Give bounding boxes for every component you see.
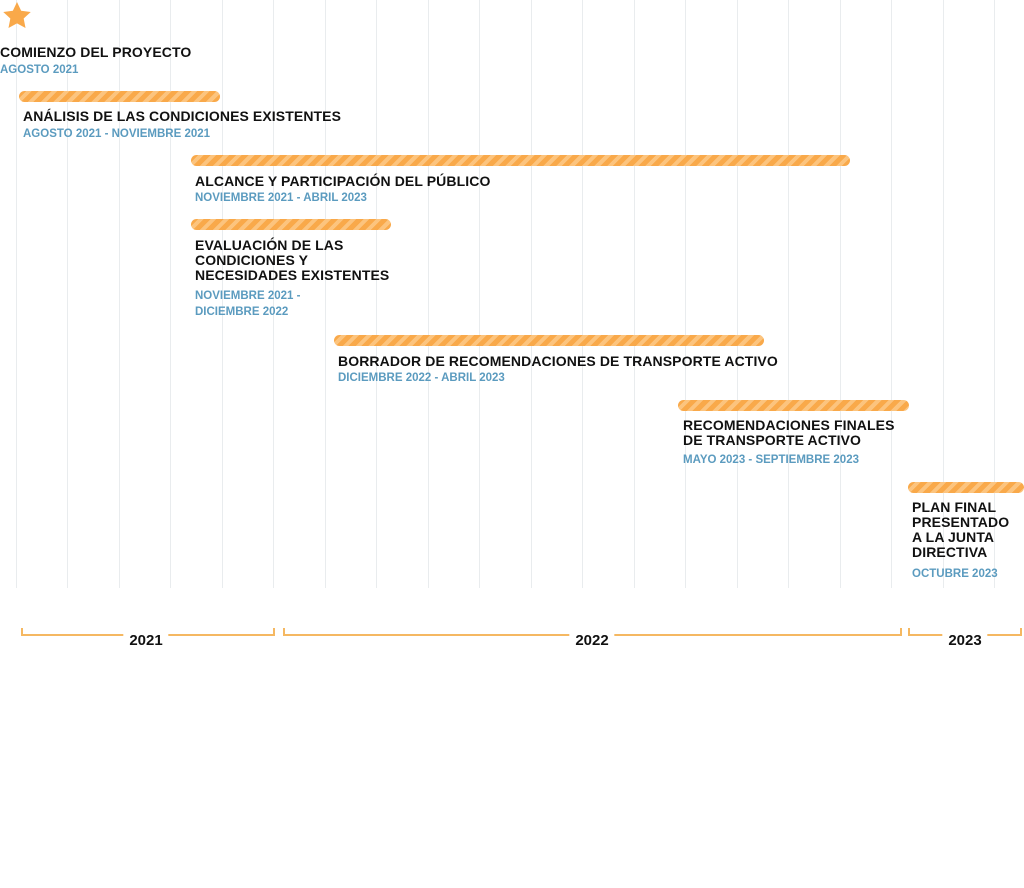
grid-line (170, 0, 171, 588)
phase-title-line: PLAN FINAL (912, 499, 997, 515)
grid-line (325, 0, 326, 588)
grid-line (119, 0, 120, 588)
grid-line (67, 0, 68, 588)
phase-bar (19, 91, 220, 102)
grid-line (994, 0, 995, 588)
milestone-date: AGOSTO 2021 (0, 64, 79, 76)
timeline-grid (16, 0, 995, 588)
phase-title-line: A LA JUNTA (912, 529, 995, 545)
grid-line (16, 0, 17, 588)
phase-bar (678, 400, 909, 411)
grid-line (376, 0, 377, 588)
grid-line (222, 0, 223, 588)
milestone-title: COMIENZO DEL PROYECTO (0, 44, 192, 60)
phase-title-line: NECESIDADES EXISTENTES (195, 267, 390, 283)
phase-title-line: RECOMENDACIONES FINALES (683, 417, 895, 433)
grid-line (479, 0, 480, 588)
phase-bar (908, 482, 1024, 493)
grid-line (428, 0, 429, 588)
phase-date-line: DICIEMBRE 2022 (195, 306, 289, 318)
grid-line (840, 0, 841, 588)
year-label: 2023 (942, 632, 988, 649)
phase-date: NOVIEMBRE 2021 - ABRIL 2023 (195, 192, 367, 204)
phase-bar (191, 155, 850, 166)
grid-line (685, 0, 686, 588)
phase-date: MAYO 2023 - SEPTIEMBRE 2023 (683, 454, 859, 466)
phase-title-line: EVALUACIÓN DE LAS (195, 237, 344, 253)
grid-line (273, 0, 274, 588)
phase-title: ALCANCE Y PARTICIPACIÓN DEL PÚBLICO (195, 173, 491, 189)
grid-line (737, 0, 738, 588)
phase-title: RECOMENDACIONES FINALES DE TRANSPORTE AC… (683, 418, 895, 448)
phase-date: DICIEMBRE 2022 - ABRIL 2023 (338, 372, 505, 384)
year-label: 2022 (569, 632, 615, 649)
grid-line (891, 0, 892, 588)
phase-title-line: CONDICIONES Y (195, 252, 309, 268)
phase-title: PLAN FINAL PRESENTADO A LA JUNTA DIRECTI… (912, 500, 1009, 560)
star-icon (3, 2, 31, 28)
grid-line (531, 0, 532, 588)
phase-title-line: PRESENTADO (912, 514, 1010, 530)
phase-title-line: DE TRANSPORTE ACTIVO (683, 432, 862, 448)
phase-title: ANÁLISIS DE LAS CONDICIONES EXISTENTES (23, 108, 342, 124)
year-label: 2021 (123, 632, 169, 649)
phase-bar (191, 219, 391, 230)
phase-title: BORRADOR DE RECOMENDACIONES DE TRANSPORT… (338, 353, 778, 369)
phase-date: OCTUBRE 2023 (912, 568, 998, 580)
grid-line (582, 0, 583, 588)
grid-line (788, 0, 789, 588)
grid-line (634, 0, 635, 588)
phase-date: AGOSTO 2021 - NOVIEMBRE 2021 (23, 128, 211, 140)
phase-bar (334, 335, 764, 346)
phase-title: EVALUACIÓN DE LAS CONDICIONES Y NECESIDA… (195, 238, 389, 283)
grid-line (943, 0, 944, 588)
phase-date-line: NOVIEMBRE 2021 - (195, 290, 301, 302)
phase-title-line: DIRECTIVA (912, 544, 988, 560)
phase-date: NOVIEMBRE 2021 - DICIEMBRE 2022 (195, 288, 300, 320)
